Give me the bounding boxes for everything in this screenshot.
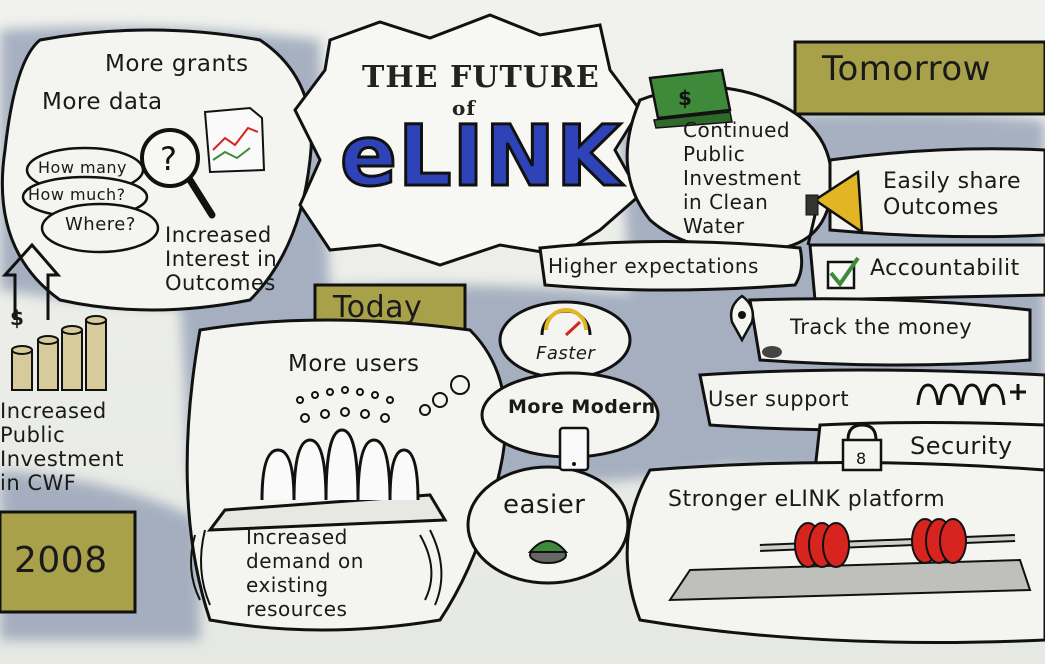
- demand-line-4: resources: [246, 597, 348, 621]
- more-modern-text: More Modern: [508, 396, 656, 418]
- swoosh-marks: [190, 529, 443, 606]
- easy-button-icon: [527, 540, 569, 564]
- demand-line-2: demand on: [246, 549, 364, 573]
- continued-line-3: Investment: [683, 166, 802, 190]
- question-clouds: [21, 146, 160, 254]
- checkbox-icon: [826, 256, 860, 290]
- title-line-2: of: [452, 96, 476, 120]
- coin-stack-icon: [11, 315, 107, 391]
- barbell-icon: [668, 518, 1032, 602]
- easier-text: easier: [503, 490, 586, 520]
- accountability-text: Accountabilit: [870, 256, 1020, 281]
- stronger-platform-text: Stronger eLINK platform: [668, 487, 946, 512]
- year-2008: 2008: [14, 540, 108, 581]
- more-users-text: More users: [288, 351, 420, 377]
- title-line-1: THE FUTURE: [362, 60, 600, 95]
- past-investment-line-2: Public: [0, 423, 66, 447]
- faster-text: Faster: [536, 343, 596, 364]
- today-thought-clouds: [466, 300, 660, 585]
- tomorrow-banner: [793, 40, 1045, 116]
- continued-line-4: in Clean: [683, 190, 769, 214]
- megaphone-icon: [805, 169, 864, 246]
- higher-expectations-text: Higher expectations: [548, 254, 759, 278]
- more-grants-text: More grants: [105, 51, 249, 77]
- easily-share-line-2: Outcomes: [883, 195, 999, 220]
- easily-share-line-1: Easily share: [883, 169, 1022, 194]
- phone-icon: [558, 426, 590, 472]
- demand-line-1: Increased: [246, 525, 348, 549]
- more-data-text: More data: [42, 89, 163, 115]
- tomorrow-title: Tomorrow: [822, 49, 991, 89]
- year-banner: [0, 510, 137, 614]
- svg-text:$: $: [678, 86, 692, 110]
- past-investment-line-1: Increased: [0, 399, 107, 423]
- magnifier-question-icon: ?: [140, 128, 216, 219]
- interest-line-1: Increased: [165, 223, 272, 247]
- svg-text:?: ?: [160, 140, 177, 178]
- continued-line-1: Continued: [683, 118, 791, 142]
- interest-line-2: Interest in: [165, 247, 278, 271]
- crowd-icon: [206, 375, 470, 532]
- past-investment-line-4: in CWF: [0, 471, 77, 495]
- title-elink: eLINK: [338, 107, 623, 205]
- up-arrow-icon: [1, 242, 62, 320]
- svg-text:8: 8: [856, 449, 866, 468]
- people-plus-icon: [916, 383, 1026, 406]
- past-investment-line-3: Investment: [0, 447, 124, 471]
- question-how-many: How many: [38, 158, 127, 177]
- speedometer-icon: [540, 308, 592, 337]
- continued-line-5: Water: [683, 214, 745, 238]
- user-support-text: User support: [708, 387, 850, 411]
- track-money-text: Track the money: [790, 315, 973, 339]
- security-text: Security: [910, 432, 1013, 460]
- chart-paper-icon: [203, 106, 266, 174]
- padlock-icon: 8: [841, 423, 883, 472]
- past-dollar-sign: $: [10, 306, 25, 330]
- question-how-much: How much?: [28, 185, 126, 204]
- question-where: Where?: [65, 214, 136, 235]
- today-title: Today: [333, 290, 423, 325]
- interest-line-3: Outcomes: [165, 271, 276, 295]
- continued-line-2: Public: [683, 142, 746, 166]
- money-stack-icon: $: [648, 68, 733, 129]
- demand-line-3: existing: [246, 573, 329, 597]
- title-burst: [293, 13, 642, 267]
- map-pin-icon: [729, 294, 782, 358]
